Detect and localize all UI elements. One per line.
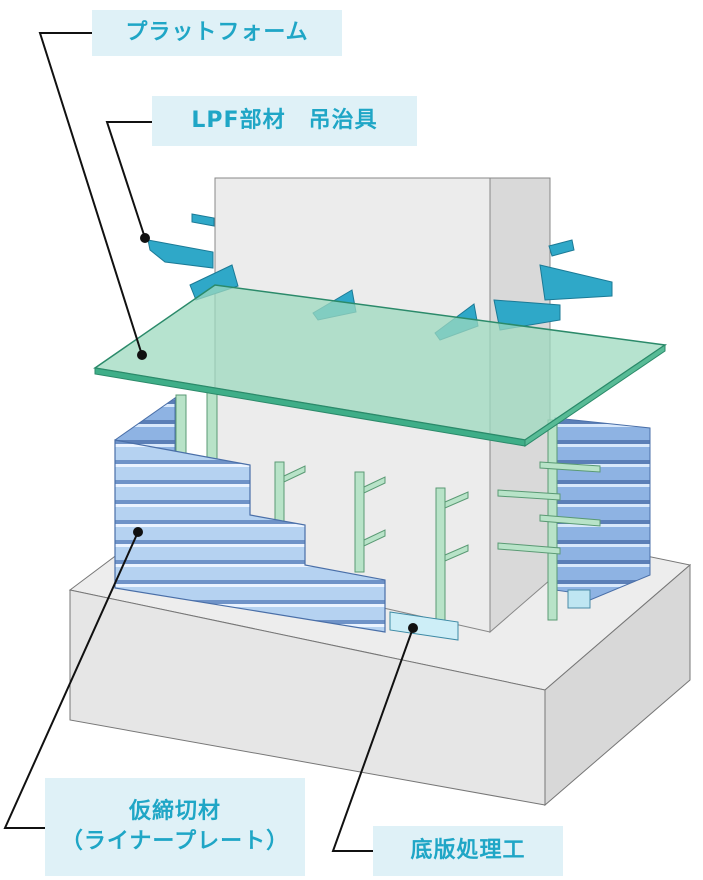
leader-base-treatment	[331, 627, 414, 852]
liner-plate-front-face	[114, 439, 386, 633]
jig-bracket	[539, 264, 613, 301]
jig-bracket	[493, 299, 561, 331]
footing-side	[544, 563, 691, 807]
frame-arm	[363, 476, 386, 494]
frame-arm	[444, 544, 469, 562]
frame-post	[354, 471, 365, 573]
frame-post	[435, 487, 446, 624]
frame-arm	[444, 491, 469, 509]
leader-dot-platform	[137, 350, 147, 360]
label-platform: プラットフォーム	[92, 10, 342, 56]
label-platform-text: プラットフォーム	[125, 20, 309, 45]
frame-arm	[497, 542, 561, 555]
frame-arm	[539, 461, 601, 473]
liner-plate-right	[554, 417, 651, 609]
label-temp-shoring: 仮締切材 （ライナープレート）	[45, 778, 305, 876]
leader-dot-temp-shoring	[133, 527, 143, 537]
frame-post	[206, 391, 218, 465]
leader-lines	[3, 32, 418, 852]
base-block-right	[567, 589, 591, 609]
base-treatment-block	[389, 611, 459, 641]
jig-bracket	[147, 239, 214, 269]
leader-dot-base-treatment	[408, 623, 418, 633]
label-base-treatment: 底版処理工	[373, 826, 563, 876]
platform-edge-side	[524, 344, 666, 447]
label-lpf-jig: LPF部材 吊治具	[152, 96, 417, 146]
frame-arm	[539, 514, 601, 527]
leader-lpf-jig	[105, 121, 152, 239]
frame-arm	[283, 465, 306, 483]
liner-plate-right-face	[554, 417, 651, 601]
label-base-treatment-text: 底版処理工	[410, 838, 526, 863]
jig-bracket	[548, 239, 575, 257]
liner-plate-front	[114, 397, 386, 633]
leader-dot-lpf-jig	[140, 233, 150, 243]
platform	[93, 284, 668, 447]
jig-bracket	[189, 264, 239, 301]
label-temp-shoring-line1: 仮締切材	[128, 799, 221, 824]
jig-bracket	[191, 213, 215, 227]
label-temp-shoring-line2: （ライナープレート）	[60, 829, 290, 854]
leader-temp-shoring	[3, 531, 139, 829]
frame-arm	[497, 489, 561, 501]
frame-arm	[363, 529, 386, 547]
label-lpf-jig-text: LPF部材 吊治具	[191, 108, 378, 133]
leader-platform	[38, 32, 143, 356]
